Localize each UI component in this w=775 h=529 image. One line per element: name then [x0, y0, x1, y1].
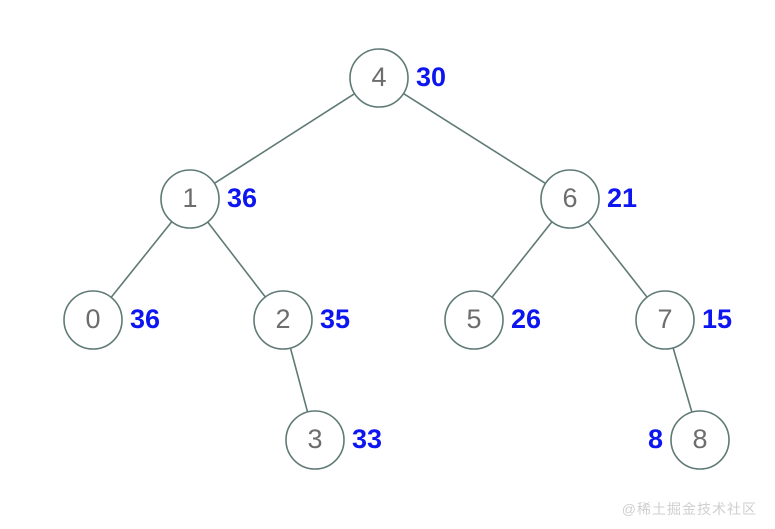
tree-edge [289, 347, 309, 413]
tree-edge [207, 221, 266, 298]
node-circle[interactable] [253, 290, 313, 350]
node-circle[interactable] [349, 48, 409, 108]
node-circle[interactable] [444, 290, 504, 350]
tree-edge [403, 92, 546, 185]
node-value-label: 30 [416, 62, 446, 92]
tree-edge [213, 92, 356, 185]
tree-node[interactable]: 1 36 [160, 169, 257, 229]
node-key-label: 6 [562, 183, 577, 213]
tree-edge [672, 347, 693, 413]
tree-node[interactable]: 2 35 [253, 290, 350, 350]
node-key-label: 7 [657, 304, 672, 334]
node-key-label: 3 [307, 424, 322, 454]
tree-node[interactable]: 88 [648, 410, 730, 470]
node-value-label: 35 [320, 304, 350, 334]
tree-edge [110, 221, 173, 298]
node-key-label: 0 [85, 304, 100, 334]
node-value-label: 15 [702, 304, 732, 334]
node-key-label: 5 [466, 304, 481, 334]
tree-node[interactable]: 7 15 [635, 290, 732, 350]
tree-edge [587, 221, 648, 298]
node-circle[interactable] [670, 410, 730, 470]
node-value-label: 8 [648, 424, 663, 454]
node-circle[interactable] [635, 290, 695, 350]
edges-layer [110, 92, 693, 413]
node-value-label: 21 [607, 183, 637, 213]
node-circle[interactable] [285, 410, 345, 470]
node-circle[interactable] [540, 169, 600, 229]
node-circle[interactable] [63, 290, 123, 350]
tree-node[interactable]: 5 26 [444, 290, 541, 350]
node-value-label: 33 [352, 424, 382, 454]
watermark: @稀土掘金技术社区 [621, 501, 757, 517]
tree-node[interactable]: 6 21 [540, 169, 637, 229]
node-value-label: 36 [130, 304, 160, 334]
node-value-label: 36 [227, 183, 257, 213]
node-key-label: 8 [692, 424, 707, 454]
tree-node[interactable]: 4 30 [349, 48, 446, 108]
node-key-label: 2 [275, 304, 290, 334]
tree-node[interactable]: 0 36 [63, 290, 160, 350]
node-key-label: 1 [182, 183, 197, 213]
node-circle[interactable] [160, 169, 220, 229]
tree-edge [491, 221, 553, 298]
node-value-label: 26 [511, 304, 541, 334]
node-key-label: 4 [371, 62, 386, 92]
